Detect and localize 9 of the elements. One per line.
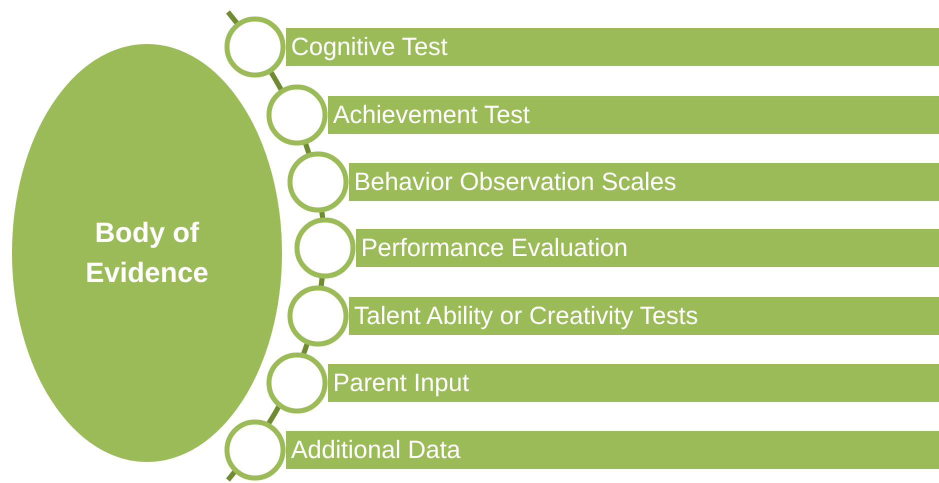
list-bar: Performance Evaluation bbox=[356, 229, 939, 267]
list-bar: Additional Data bbox=[286, 431, 939, 469]
list-bar: Parent Input bbox=[328, 364, 939, 402]
list-bar: Achievement Test bbox=[328, 96, 939, 134]
ellipse-label: Body of Evidence bbox=[84, 216, 210, 290]
ellipse-shape bbox=[12, 44, 282, 462]
list-bar: Talent Ability or Creativity Tests bbox=[349, 297, 939, 335]
list-bar: Cognitive Test bbox=[286, 28, 939, 66]
list-bar: Behavior Observation Scales bbox=[349, 163, 939, 201]
